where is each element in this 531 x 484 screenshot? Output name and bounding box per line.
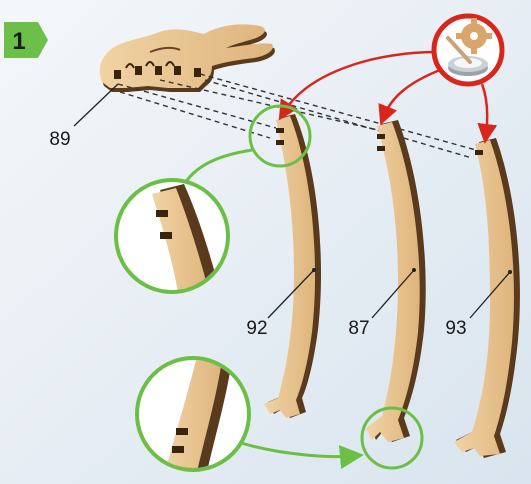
part-label-92: 92 (246, 318, 267, 339)
part-label-89: 89 (49, 129, 70, 150)
part-label-93: 93 (445, 318, 466, 339)
part-label-87: 87 (348, 318, 369, 339)
step-number: 1 (12, 28, 25, 55)
glue-icon (434, 16, 502, 84)
